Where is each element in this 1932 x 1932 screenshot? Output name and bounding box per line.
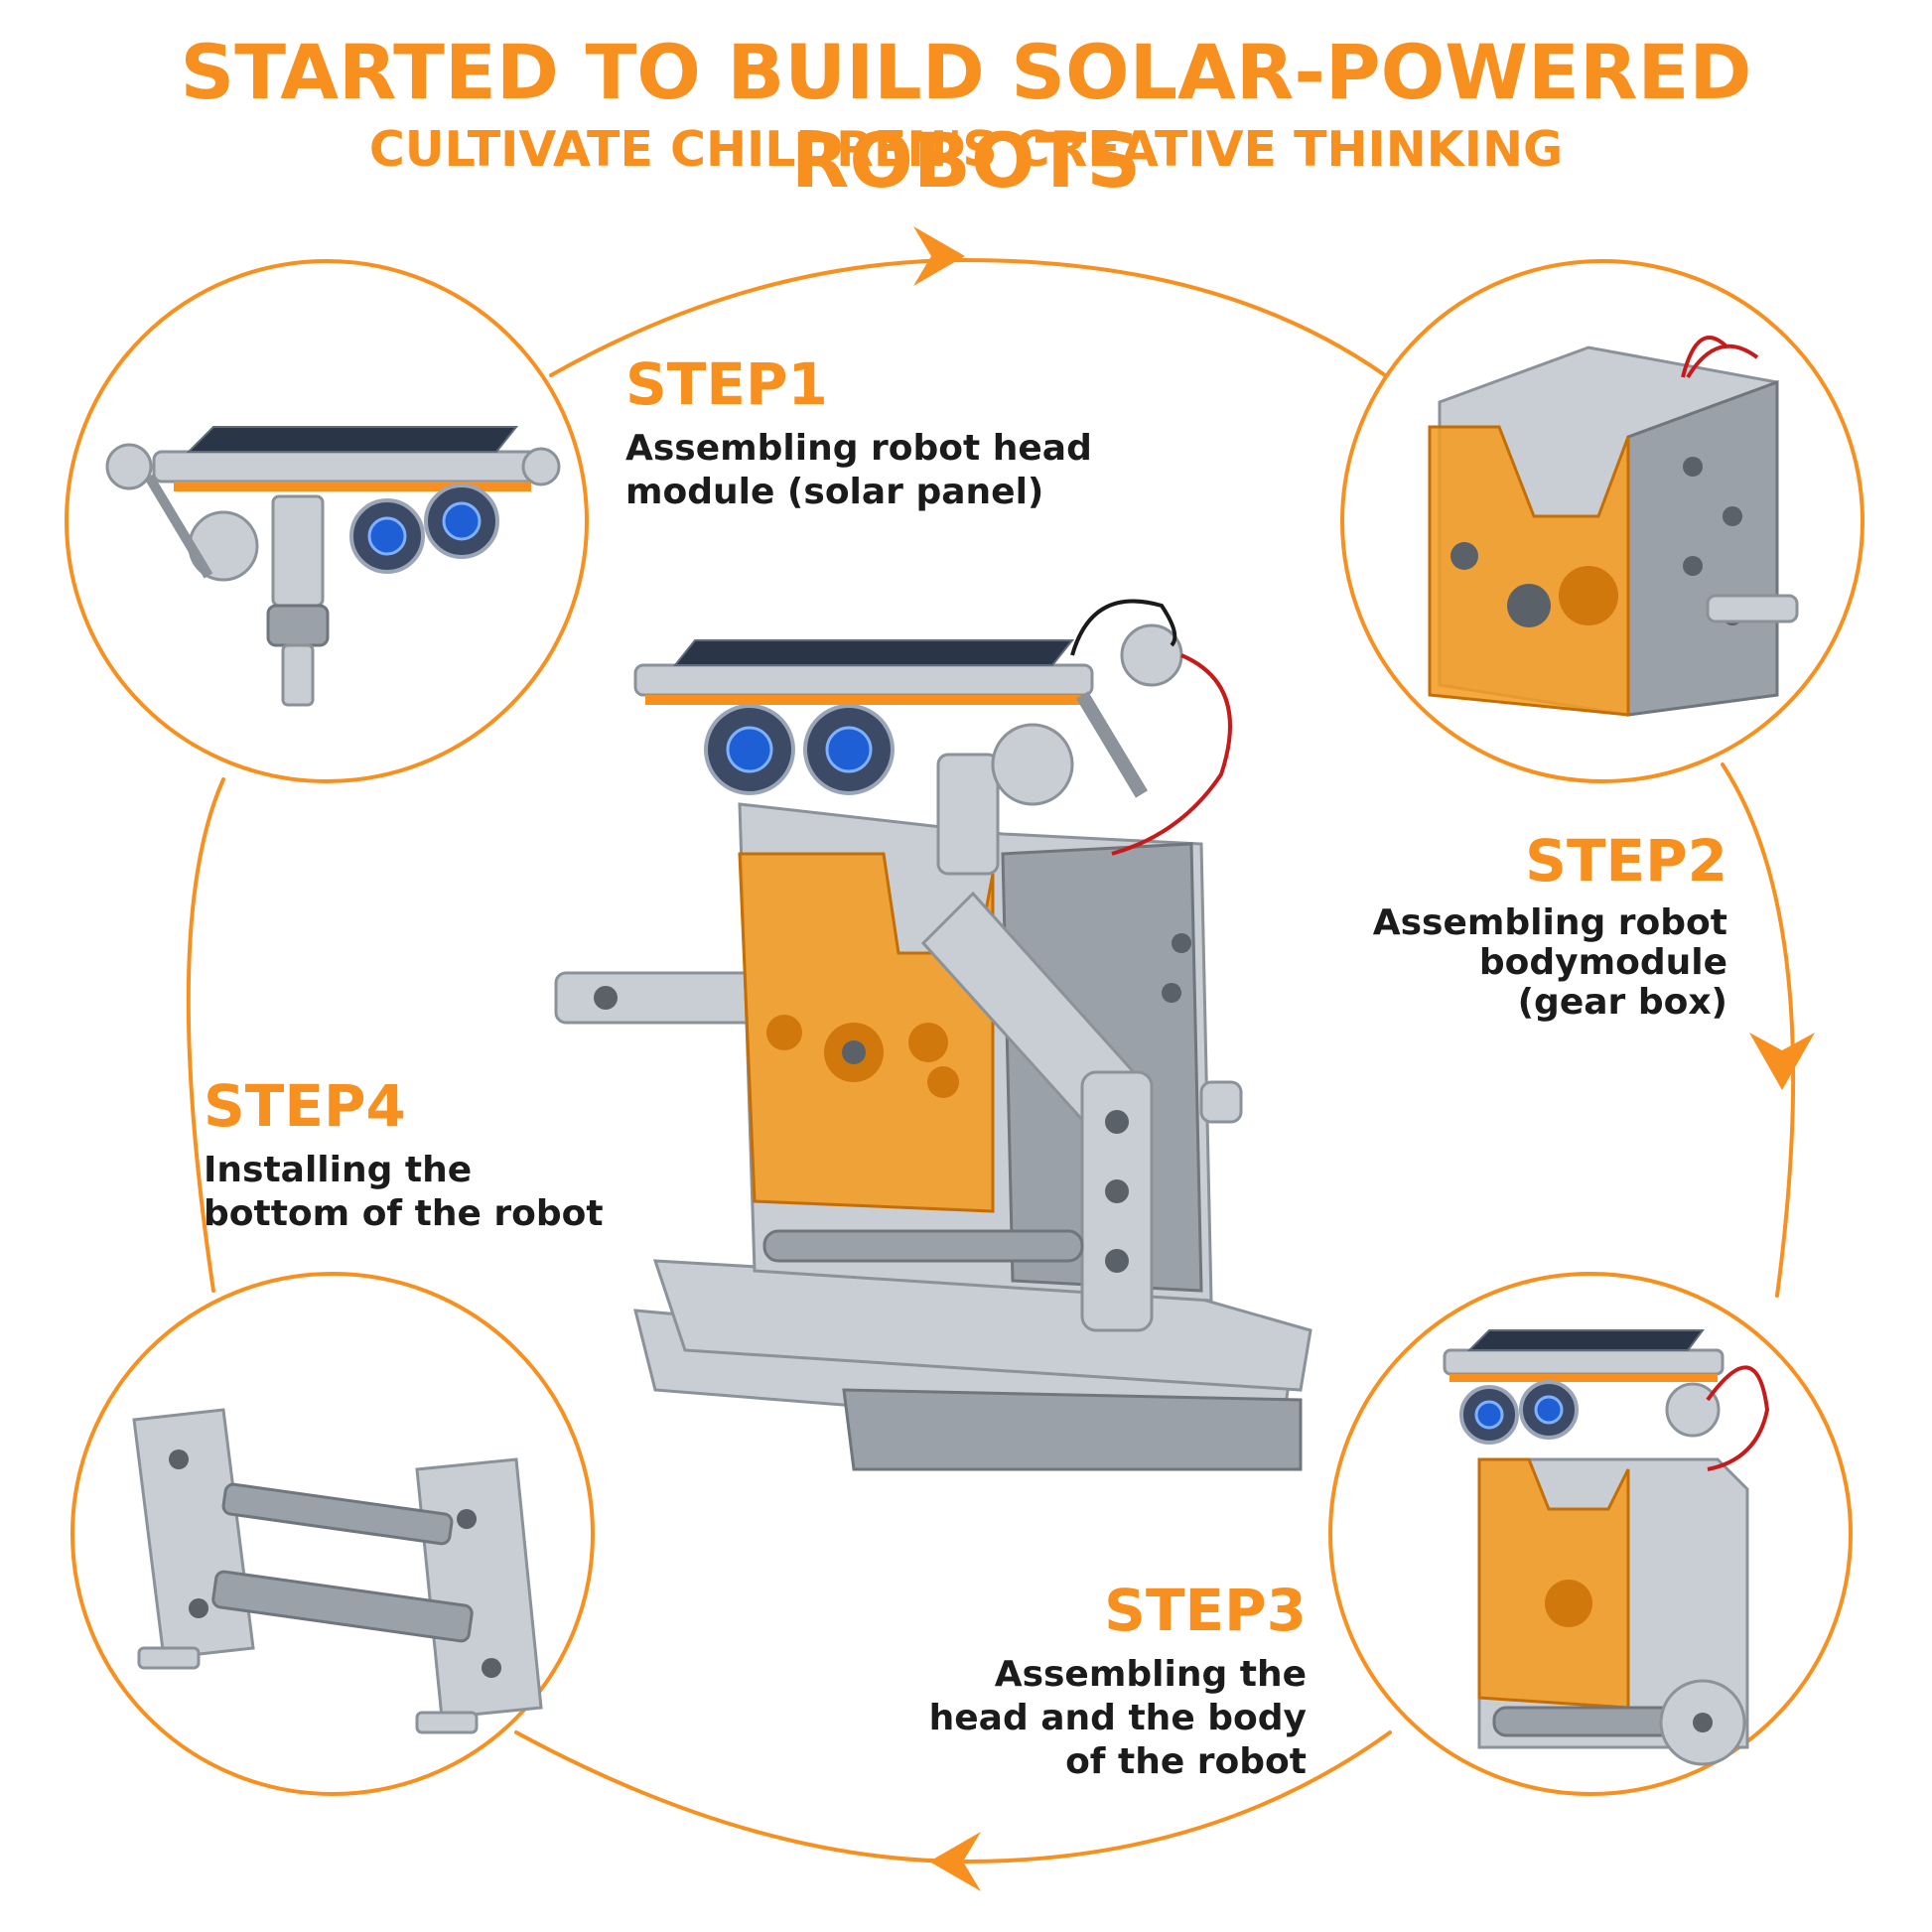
step2-title: STEP2 xyxy=(1525,827,1727,895)
bottom-frame-image xyxy=(132,1408,543,1734)
step1-description: Assembling robot head module (solar pane… xyxy=(625,428,1092,512)
step2-block: STEP2 Assembling robot bodymodule (gear … xyxy=(1330,832,1727,1023)
cycle-arc-left xyxy=(186,777,225,1293)
step4-block: STEP4 Installing the bottom of the robot xyxy=(204,1077,621,1236)
step1-title: STEP1 xyxy=(625,350,828,418)
step3-block: STEP3 Assembling the head and the body o… xyxy=(874,1582,1307,1784)
step4-description: Installing the bottom of the robot xyxy=(204,1150,604,1234)
page-title: STARTED TO BUILD SOLAR-POWERED ROBOTS xyxy=(180,28,1752,205)
gearbox-module-image xyxy=(1428,336,1799,717)
arrow-right-icon xyxy=(913,226,965,286)
head-body-assembly-image xyxy=(1443,1329,1770,1766)
step4-title: STEP4 xyxy=(204,1072,406,1140)
cycle-arc-right xyxy=(1721,762,1796,1298)
step3-title: STEP3 xyxy=(1104,1577,1307,1644)
step2-description: Assembling robot bodymodule (gear box) xyxy=(1372,902,1727,1023)
assembled-robot-image xyxy=(554,599,1312,1471)
arrow-left-icon xyxy=(929,1832,981,1891)
page-subtitle: CULTIVATE CHILDREN'S CREATIVE THINKING xyxy=(368,121,1564,178)
cycle-arc-bottom xyxy=(514,1730,1392,1864)
solar-head-module-image xyxy=(105,426,561,707)
step1-block: STEP1 Assembling robot head module (sola… xyxy=(625,355,1181,514)
cycle-arc-top xyxy=(549,257,1387,377)
arrow-down-icon xyxy=(1749,1033,1815,1090)
step1-circle xyxy=(65,259,589,783)
step3-description: Assembling the head and the body of the … xyxy=(928,1654,1307,1782)
